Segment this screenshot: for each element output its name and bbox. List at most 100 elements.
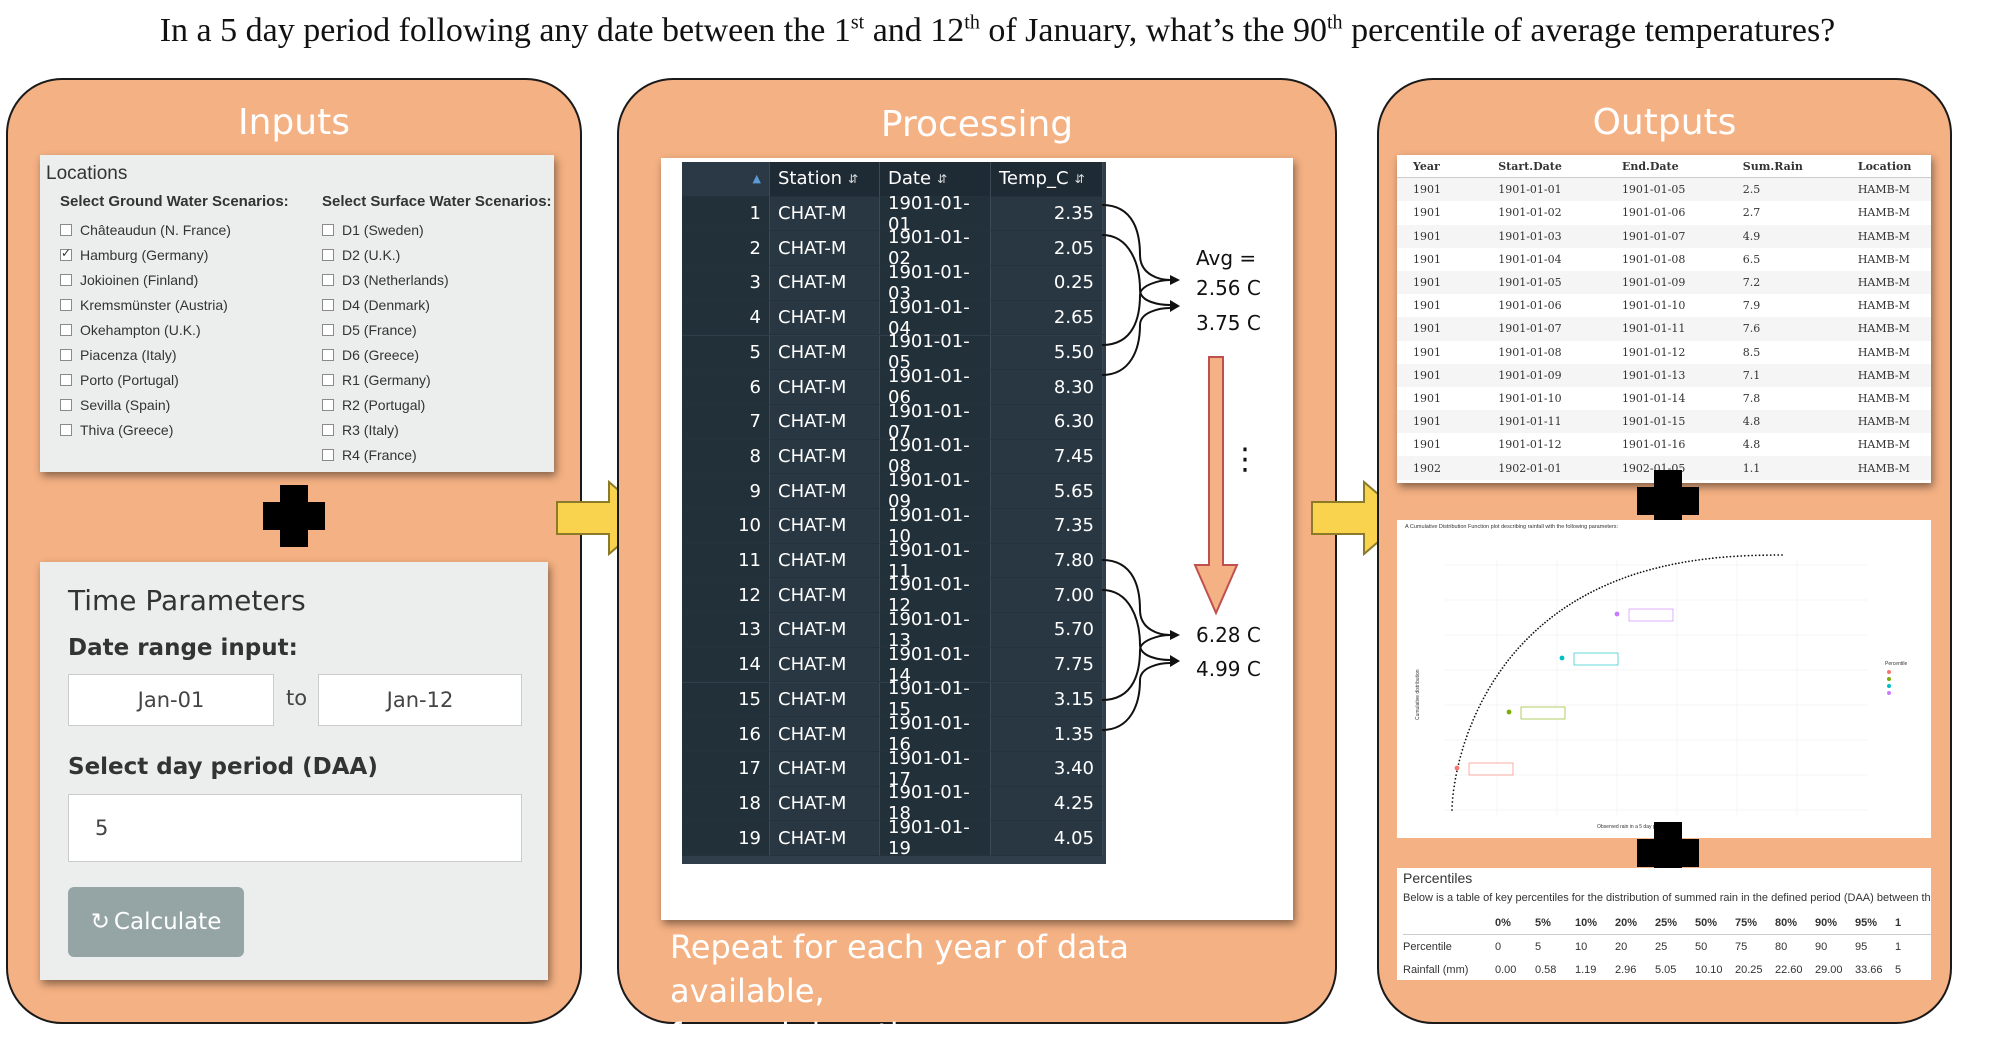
checkbox[interactable] [60,298,72,311]
averaging-braces [1101,204,1180,731]
rain-table-cell: HAMB-M [1857,391,1910,405]
rain-table-cell: HAMB-M [1857,345,1910,359]
temp-cell: 3.40 [991,751,1103,787]
cdf-point [1684,561,1687,563]
rain-table-header-cell[interactable]: Start.Date [1498,159,1562,173]
ground-option-label: Châteaudun (N. France) [80,221,231,238]
cdf-point [1747,554,1750,557]
date-to-input[interactable]: Jan-12 [318,674,522,726]
cdf-point [1733,555,1735,558]
cdf-point [1590,591,1592,594]
checkbox[interactable] [322,423,334,436]
checkbox[interactable] [322,348,334,361]
processing-title: Processing [880,104,1074,145]
cdf-point [1655,567,1658,569]
station-cell: CHAT-M [770,682,880,718]
cdf-point [1472,719,1475,721]
cdf-percentile-label-box [1628,608,1674,622]
checkbox[interactable] [60,223,72,236]
station-cell: CHAT-M [770,821,880,856]
rain-table-cell: 1901-01-10 [1498,391,1562,405]
ground-option[interactable]: Châteaudun (N. France) [60,217,289,242]
percentiles-row-label: Percentile [1403,940,1452,953]
checkbox[interactable] [322,323,334,336]
surface-option[interactable]: D6 (Greece) [322,342,552,367]
surface-option[interactable]: D2 (U.K.) [322,242,552,267]
rain-table-cell: 1901-01-08 [1498,345,1562,359]
rain-table-cell: HAMB-M [1857,322,1910,336]
checkbox[interactable] [322,298,334,311]
surface-option[interactable]: D4 (Denmark) [322,292,552,317]
ground-option[interactable]: Thiva (Greece) [60,417,289,442]
rain-table-header-cell[interactable]: Sum.Rain [1742,159,1803,173]
surface-option[interactable]: R3 (Italy) [322,417,552,442]
cdf-point [1465,735,1468,738]
ground-option[interactable]: Porto (Portugal) [60,367,289,392]
day-period-input[interactable]: 5 [68,794,522,862]
checkbox[interactable] [60,323,72,336]
rain-table-header-cell[interactable]: Year [1413,159,1440,173]
index-header[interactable]: ▲ [682,162,770,197]
date-cell: 1901-01-13 [880,609,991,651]
rain-table-cell: 7.8 [1742,391,1761,405]
cdf-point [1476,709,1479,712]
checkbox[interactable] [60,273,72,286]
ground-option[interactable]: Sevilla (Spain) [60,392,289,417]
date-cell: 1901-01-18 [880,782,991,824]
checkbox[interactable] [322,373,334,386]
locations-card: Locations Select Ground Water Scenarios:… [40,155,554,472]
checkbox[interactable] [322,223,334,236]
surface-option[interactable]: R4 (France) [322,442,552,467]
cdf-point [1496,675,1498,677]
rain-table-cell: HAMB-M [1857,206,1910,220]
date-from-input[interactable]: Jan-01 [68,674,274,726]
ground-option-label: Piacenza (Italy) [80,346,177,363]
cdf-point [1507,659,1510,662]
ground-option[interactable]: Okehampton (U.K.) [60,317,289,342]
percentiles-cell: 22.60 [1775,963,1803,976]
cdf-point [1671,563,1674,566]
surface-option[interactable]: R1 (Germany) [322,367,552,392]
temp-header[interactable]: Temp_C⇵ [991,162,1103,197]
ground-option[interactable]: Jokioinen (Finland) [60,267,289,292]
temp-cell: 2.35 [991,196,1103,232]
plus-icon [263,485,325,547]
checkbox[interactable] [322,398,334,411]
checkbox[interactable] [60,246,72,261]
rain-table-cell: 1901-01-13 [1621,368,1686,382]
date-cell: 1901-01-03 [880,262,991,304]
checkbox[interactable] [322,448,334,461]
surface-option[interactable]: D5 (France) [322,317,552,342]
station-cell: CHAT-M [770,613,880,648]
station-header[interactable]: Station⇵ [770,162,880,197]
surface-option[interactable]: D3 (Netherlands) [322,267,552,292]
checkbox[interactable] [60,398,72,411]
ground-option[interactable]: Piacenza (Italy) [60,342,289,367]
checkbox[interactable] [60,373,72,386]
rain-table-cell: HAMB-M [1857,229,1910,243]
checkbox[interactable] [322,273,334,286]
cdf-point [1537,627,1539,630]
ground-option[interactable]: Kremsmünster (Austria) [60,292,289,317]
rain-table-cell: 1901-01-12 [1498,438,1562,452]
date-header[interactable]: Date⇵ [880,162,991,197]
checkbox[interactable] [60,348,72,361]
rain-table-header-cell[interactable]: Location [1857,159,1912,173]
cdf-point [1452,793,1454,795]
percentiles-cell: 5 [1535,940,1542,953]
rain-table-header-cell[interactable]: End.Date [1621,159,1679,173]
cdf-point [1451,809,1453,811]
rain-table-cell: 1901-01-15 [1621,415,1686,429]
date-cell: 1901-01-16 [880,713,991,755]
surface-option[interactable]: D1 (Sweden) [322,217,552,242]
checkbox[interactable] [322,248,334,261]
surface-option[interactable]: R2 (Portugal) [322,392,552,417]
ground-option[interactable]: Hamburg (Germany) [60,242,289,267]
checkbox[interactable] [60,423,72,436]
calculate-button[interactable]: ↻Calculate [68,887,244,957]
cdf-point [1584,594,1587,597]
surface-option-label: R4 (France) [342,446,417,463]
